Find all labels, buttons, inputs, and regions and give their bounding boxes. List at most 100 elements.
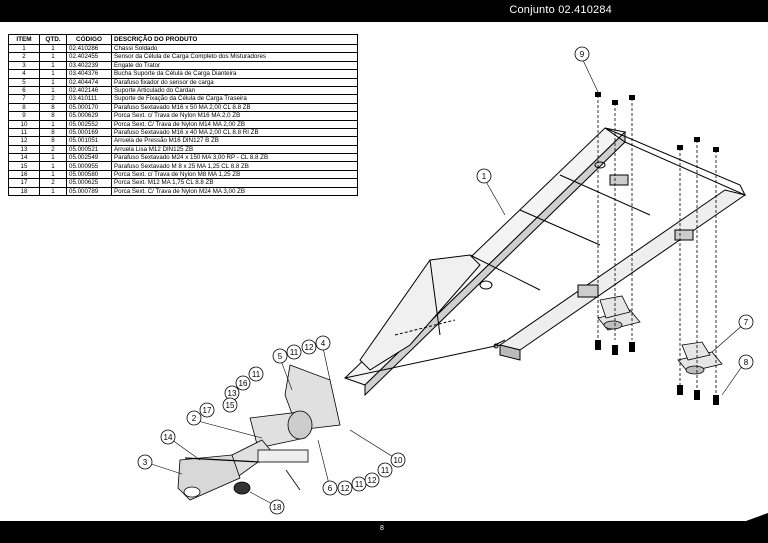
item-cell: 3: [8, 60, 40, 71]
page-corner-mark: [746, 513, 768, 521]
leader-lines: [144, 57, 746, 507]
svg-text:6: 6: [328, 484, 333, 493]
qty-cell: 1: [39, 77, 67, 87]
callout-11-d: 11: [377, 462, 393, 478]
qty-cell: 1: [39, 119, 67, 129]
code-cell: 05.000169: [66, 127, 112, 138]
svg-text:8: 8: [744, 358, 749, 367]
item-cell: 18: [8, 186, 40, 197]
qty-cell: 8: [39, 136, 67, 146]
code-cell: 03.402239: [66, 60, 112, 71]
svg-text:11: 11: [355, 480, 364, 489]
header-code: CÓDIGO: [66, 34, 112, 45]
code-cell: 02.404474: [66, 77, 112, 87]
item-cell: 17: [8, 178, 40, 188]
item-cell: 1: [8, 43, 40, 54]
qty-cell: 2: [39, 178, 67, 188]
callout-11-b: 11: [248, 366, 264, 382]
svg-text:7: 7: [744, 318, 749, 327]
callout-1: 1: [476, 168, 492, 184]
header-bar: Conjunto 02.410284: [0, 0, 768, 22]
code-cell: 05.000629: [66, 111, 112, 121]
callout-17: 17: [199, 402, 215, 418]
item-cell: 5: [8, 77, 40, 87]
svg-text:16: 16: [239, 379, 248, 388]
callout-2: 2: [186, 410, 202, 426]
code-cell: 02.402146: [66, 85, 112, 96]
footer-bar: 8: [0, 521, 768, 543]
svg-text:12: 12: [368, 476, 377, 485]
svg-text:12: 12: [305, 343, 314, 352]
callout-12-c: 12: [364, 472, 380, 488]
callout-14: 14: [160, 429, 176, 445]
item-cell: 14: [8, 153, 40, 163]
svg-text:11: 11: [290, 348, 299, 357]
item-cell: 12: [8, 136, 40, 146]
item-cell: 16: [8, 169, 40, 180]
callout-10: 10: [390, 452, 406, 468]
svg-text:11: 11: [252, 370, 261, 379]
item-cell: 6: [8, 85, 40, 96]
description-cell: Porca Sext. C/ Trava de Nylon M24 MA 3,0…: [111, 186, 358, 197]
callout-9: 9: [574, 46, 590, 62]
code-cell: 05.001051: [66, 136, 112, 146]
qty-cell: 1: [39, 52, 67, 62]
svg-text:15: 15: [226, 401, 235, 410]
qty-cell: 8: [39, 127, 67, 138]
exploded-assembly-drawing: 9 1 7 8 2 3 4 5 6 10 11 12 13 14 15 16 1…: [137, 46, 754, 515]
qty-cell: 1: [39, 60, 67, 71]
svg-text:3: 3: [143, 458, 148, 467]
code-cell: 05.000170: [66, 102, 112, 113]
code-cell: 05.000789: [66, 186, 112, 197]
code-cell: 05.000521: [66, 144, 112, 155]
code-cell: 02.410286: [66, 43, 112, 54]
qty-cell: 1: [39, 85, 67, 96]
code-cell: 03.404376: [66, 69, 112, 79]
callout-12-b: 12: [337, 480, 353, 496]
qty-cell: 8: [39, 111, 67, 121]
callout-7: 7: [738, 314, 754, 330]
callout-bubbles: 9 1 7 8 2 3 4 5 6 10 11 12 13 14 15 16 1…: [137, 46, 754, 515]
callout-11-c: 11: [351, 476, 367, 492]
bolt-symbols: [595, 92, 719, 405]
item-cell: 11: [8, 127, 40, 138]
svg-text:1: 1: [482, 172, 487, 181]
code-cell: 03.410111: [66, 94, 112, 104]
qty-cell: 8: [39, 102, 67, 113]
qty-cell: 2: [39, 94, 67, 104]
code-cell: 02.402455: [66, 52, 112, 62]
bolt-center-lines: [597, 95, 717, 395]
callout-12: 12: [301, 339, 317, 355]
callout-5: 5: [272, 348, 288, 364]
qty-cell: 1: [39, 161, 67, 171]
svg-text:2: 2: [192, 414, 197, 423]
svg-text:9: 9: [580, 50, 585, 59]
chassis-frame: [344, 127, 747, 397]
qty-cell: 1: [39, 153, 67, 163]
qty-cell: 1: [39, 186, 67, 197]
item-cell: 2: [8, 52, 40, 62]
code-cell: 05.002549: [66, 153, 112, 163]
callout-15: 15: [222, 397, 238, 413]
svg-text:10: 10: [394, 456, 403, 465]
item-cell: 4: [8, 69, 40, 79]
rear-load-cell-supports: [597, 295, 723, 375]
code-cell: 05.000580: [66, 169, 112, 180]
item-cell: 10: [8, 119, 40, 129]
svg-text:5: 5: [278, 352, 283, 361]
callout-3: 3: [137, 454, 153, 470]
item-cell: 15: [8, 161, 40, 171]
assembly-title: Conjunto 02.410284: [509, 4, 612, 16]
header-item: ITEM: [8, 34, 40, 45]
svg-text:11: 11: [381, 466, 390, 475]
callout-11: 11: [286, 344, 302, 360]
svg-text:18: 18: [273, 503, 282, 512]
callout-4: 4: [315, 335, 331, 351]
qty-cell: 2: [39, 144, 67, 155]
page-number: 8: [380, 525, 384, 532]
svg-text:4: 4: [321, 339, 326, 348]
svg-text:13: 13: [228, 389, 237, 398]
